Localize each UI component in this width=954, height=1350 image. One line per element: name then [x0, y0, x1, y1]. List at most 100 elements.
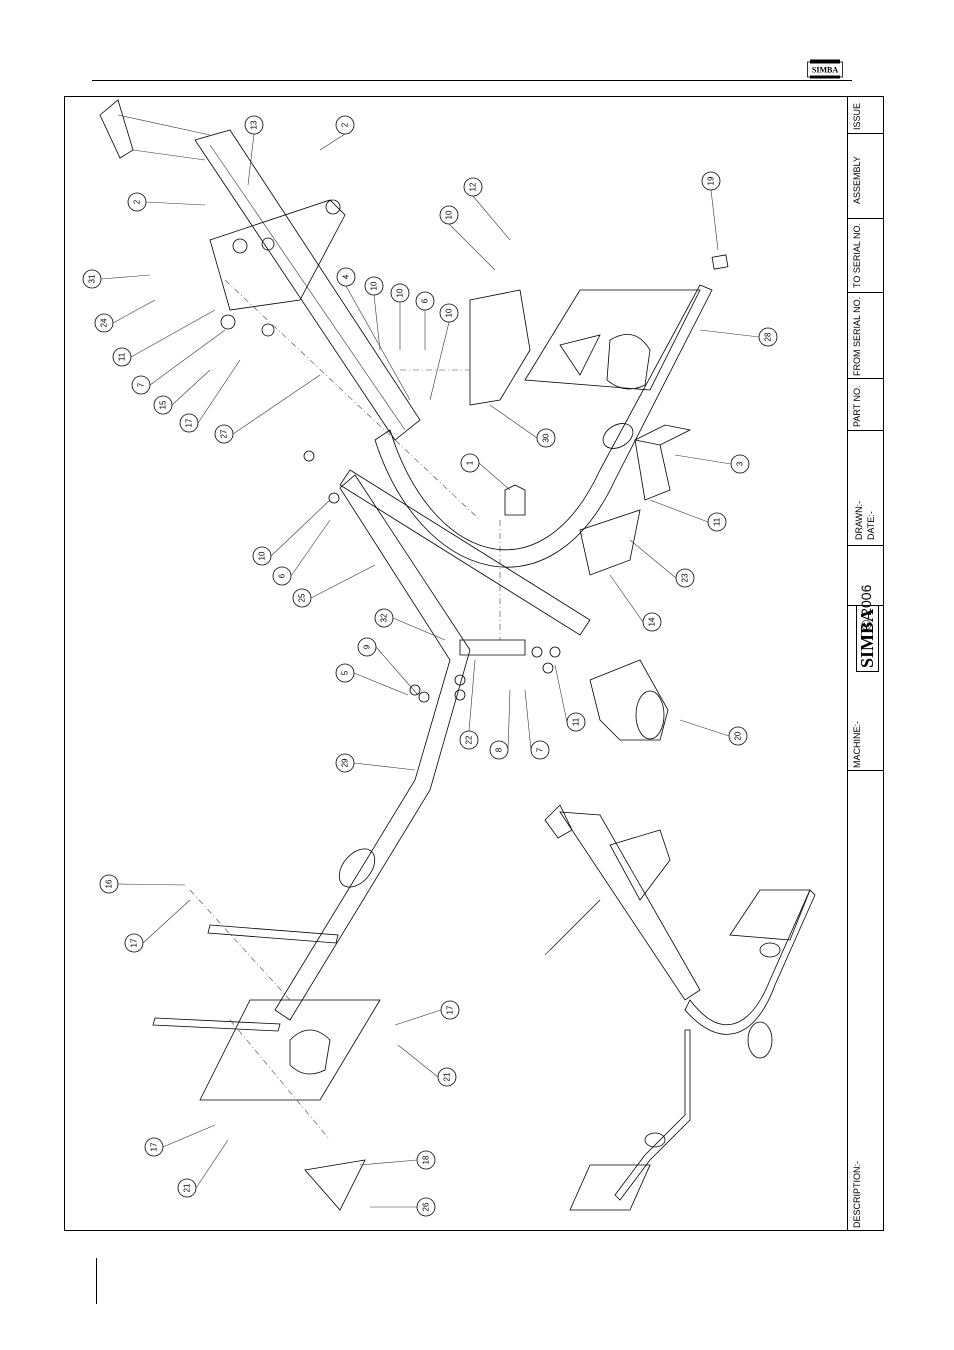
svg-text:4: 4	[342, 274, 351, 279]
svg-text:21: 21	[183, 1183, 192, 1192]
svg-text:32: 32	[380, 613, 389, 622]
mounting-bracket	[210, 200, 345, 310]
svg-text:19: 19	[707, 176, 716, 185]
svg-text:18: 18	[422, 1155, 431, 1164]
svg-text:SIMBA: SIMBA	[812, 66, 838, 75]
callout-17b: 17	[125, 934, 143, 952]
callout-17d: 17	[145, 1138, 163, 1156]
to-serial-label: TO SERIAL NO.	[852, 223, 862, 288]
callout-11b: 11	[708, 513, 726, 531]
date-label: DATE:-	[866, 511, 876, 540]
callout-9: 9	[358, 638, 376, 656]
part-no-label: PART NO.	[852, 385, 862, 427]
callout-19: 19	[702, 172, 720, 190]
crossbar	[340, 470, 590, 635]
svg-text:14: 14	[648, 617, 657, 626]
svg-text:1: 1	[466, 460, 475, 465]
callout-25: 25	[293, 589, 311, 607]
svg-text:25: 25	[298, 593, 307, 602]
callout-6a: 6	[416, 292, 434, 310]
callout-2b: 2	[128, 193, 146, 211]
title-block-divider	[847, 97, 848, 1230]
callout-2a: 2	[336, 116, 354, 134]
svg-text:8: 8	[495, 747, 504, 752]
callout-5: 5	[336, 664, 354, 682]
svg-text:20: 20	[734, 731, 743, 740]
svg-text:12: 12	[469, 182, 478, 191]
callout-13: 13	[245, 116, 263, 134]
svg-text:29: 29	[341, 758, 350, 767]
header-rule	[92, 80, 852, 81]
callout-21b: 21	[178, 1179, 196, 1197]
svg-text:22: 22	[465, 735, 474, 744]
triangle-bracket	[305, 1160, 365, 1210]
svg-text:3: 3	[736, 461, 745, 466]
drawn-label: DRAWN:-	[854, 501, 864, 540]
from-serial-label: FROM SERIAL NO.	[852, 297, 862, 376]
svg-text:21: 21	[443, 1072, 452, 1081]
callout-30: 30	[537, 429, 555, 447]
callout-20: 20	[729, 727, 747, 745]
svg-text:15: 15	[159, 400, 168, 409]
callout-21a: 21	[438, 1068, 456, 1086]
exploded-assembly-drawing: 2 13 2 12 10 19 31 4 10 10 6 10 24 11 7 …	[65, 97, 847, 1230]
callout-10d: 10	[440, 304, 458, 322]
callout-10b: 10	[365, 277, 383, 295]
svg-text:7: 7	[137, 382, 146, 387]
callout-15: 15	[154, 396, 172, 414]
callout-10a: 10	[440, 206, 458, 224]
callout-6b: 6	[273, 567, 291, 585]
svg-text:10: 10	[396, 288, 405, 297]
callout-17a: 17	[180, 414, 198, 432]
description-label: DESCRIPTION:-	[852, 1161, 862, 1228]
callout-10c: 10	[391, 284, 409, 302]
svg-text:31: 31	[88, 274, 97, 283]
callout-balloons: 2 13 2 12 10 19 31 4 10 10 6 10 24 11 7 …	[83, 116, 777, 1216]
curved-frame	[375, 285, 712, 567]
svg-text:7: 7	[536, 747, 545, 752]
svg-text:6: 6	[278, 573, 287, 578]
plate-upper-right	[525, 290, 700, 390]
callout-28a: 28	[759, 328, 777, 346]
callout-1: 1	[461, 454, 479, 472]
callout-29: 29	[336, 754, 354, 772]
svg-text:24: 24	[100, 318, 109, 327]
callout-14: 14	[643, 613, 661, 631]
svg-text:30: 30	[542, 433, 551, 442]
issue-label: ISSUE	[852, 103, 862, 130]
bracket-30	[470, 290, 530, 405]
svg-text:10: 10	[258, 551, 267, 560]
overview-assembly	[545, 805, 815, 1210]
svg-text:17: 17	[185, 418, 194, 427]
callout-3: 3	[731, 455, 749, 473]
svg-text:17: 17	[130, 938, 139, 947]
assembly-label: ASSEMBLY	[852, 156, 862, 204]
svg-text:10: 10	[370, 281, 379, 290]
callout-11c: 11	[567, 713, 585, 731]
svg-text:2: 2	[133, 199, 142, 204]
callout-26: 26	[417, 1198, 435, 1216]
callout-7b: 7	[531, 741, 549, 759]
svg-text:5: 5	[341, 670, 350, 675]
svg-text:6: 6	[421, 298, 430, 303]
svg-text:17: 17	[446, 1005, 455, 1014]
svg-text:28: 28	[764, 332, 773, 341]
wheel-assembly	[590, 660, 668, 740]
svg-text:17: 17	[150, 1142, 159, 1151]
callout-10e: 10	[253, 547, 271, 565]
svg-text:2: 2	[341, 122, 350, 127]
callout-8: 8	[490, 741, 508, 759]
callout-7a: 7	[132, 376, 150, 394]
hitch-plate	[100, 100, 133, 158]
svg-text:26: 26	[422, 1202, 431, 1211]
svg-text:11: 11	[572, 717, 581, 726]
callout-4: 4	[337, 268, 355, 286]
machine-label: MACHINE:-	[852, 721, 862, 768]
bracket-23	[580, 510, 640, 575]
callout-22: 22	[460, 731, 478, 749]
svg-text:10: 10	[445, 308, 454, 317]
callout-24: 24	[95, 314, 113, 332]
svg-text:23: 23	[681, 573, 690, 582]
binder-margin-line	[96, 1258, 97, 1304]
callout-11a: 11	[113, 348, 131, 366]
